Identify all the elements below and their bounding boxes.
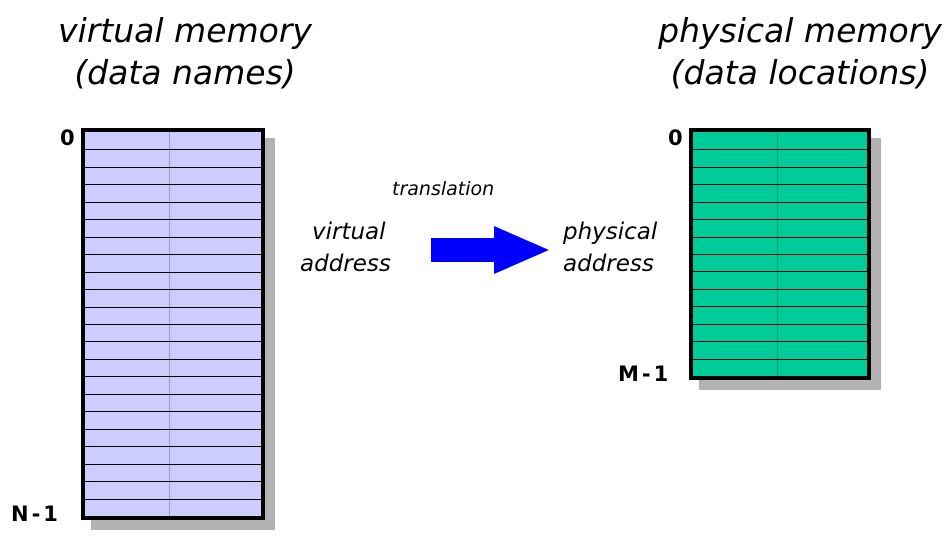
virtual-memory-row-divider [85,446,261,448]
virtual-memory-center-line [169,132,171,516]
virtual-memory-row-divider [85,289,261,291]
virtual-memory-bottom-index: N-1 [11,502,61,526]
physical-memory-title-line1: physical memory [658,11,942,50]
physical-address-line1: physical [563,219,658,245]
physical-memory-row-divider [693,271,867,273]
physical-memory-row-divider [693,166,867,168]
virtual-memory-row-divider [85,463,261,465]
virtual-address-line2: address [300,251,391,277]
virtual-memory-row-divider [85,341,261,343]
physical-memory-center-line [776,132,778,376]
virtual-memory-block [81,128,265,520]
virtual-memory-row-divider [85,358,261,360]
right-arrow-icon [431,226,549,274]
physical-memory-bottom-index: M-1 [618,362,672,386]
virtual-memory-row-divider [85,254,261,256]
physical-address-label: physical address [563,216,657,280]
virtual-memory-row-divider [85,393,261,395]
virtual-memory-title-line1: virtual memory [58,11,312,50]
virtual-memory-row-divider [85,149,261,151]
virtual-address-line1: virtual [312,219,386,245]
physical-memory-row-divider [693,288,867,290]
physical-memory-row-divider [693,149,867,151]
physical-memory-row-divider [693,323,867,325]
virtual-memory-row-divider [85,306,261,308]
virtual-memory-row-divider [85,271,261,273]
virtual-memory-title: virtual memory (data names) [40,10,330,94]
virtual-memory-top-index: 0 [60,126,75,150]
virtual-memory-row-divider [85,376,261,378]
physical-memory-row-divider [693,236,867,238]
physical-memory-row-divider [693,219,867,221]
virtual-memory-row-divider [85,166,261,168]
physical-memory-top-index: 0 [668,126,683,150]
virtual-memory-row-divider [85,324,261,325]
virtual-memory-row-divider [85,498,261,500]
virtual-memory-row-divider [85,219,261,221]
virtual-memory-row-divider [85,184,261,186]
physical-memory-row-divider [693,184,867,186]
physical-address-line2: address [563,251,654,277]
virtual-memory-row-divider [85,236,261,238]
virtual-memory-row-divider [85,428,261,430]
physical-memory-row-divider [693,201,867,203]
virtual-address-label: virtual address [300,216,391,280]
virtual-memory-row-divider [85,411,261,413]
right-arrow-shape [431,226,549,274]
physical-memory-block [689,128,871,380]
virtual-memory-row-divider [85,201,261,203]
virtual-memory-title-line2: (data names) [74,53,296,92]
physical-memory-row-divider [693,306,867,308]
virtual-memory-row-divider [85,481,261,483]
physical-memory-row-divider [693,358,867,360]
translation-label: translation [392,178,495,200]
physical-memory-row-divider [693,341,867,343]
physical-memory-row-divider [693,254,867,255]
physical-memory-title: physical memory (data locations) [655,10,945,94]
physical-memory-title-line2: (data locations) [670,53,930,92]
